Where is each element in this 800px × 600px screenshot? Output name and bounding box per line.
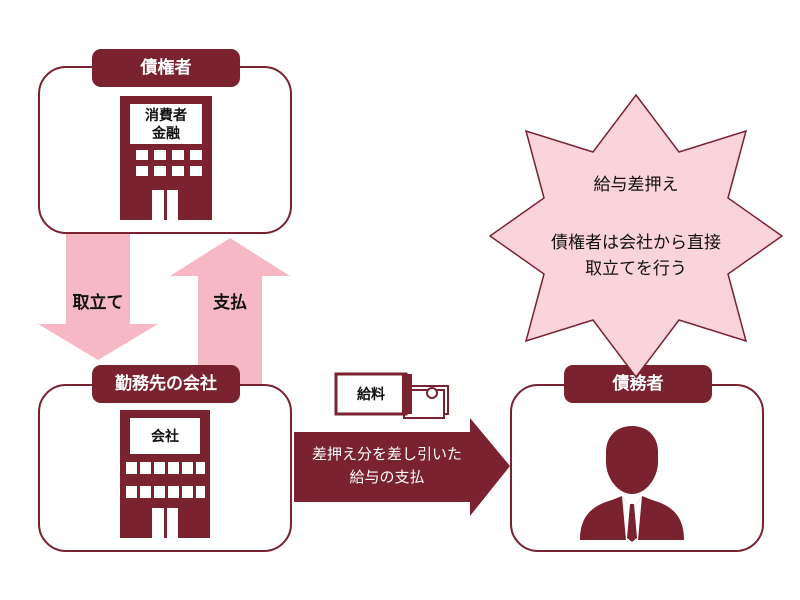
salary-arrow-label-2: 給与の支払 — [349, 468, 425, 486]
pay-label: 支払 — [213, 293, 247, 313]
collect-label: 取立て — [72, 293, 124, 313]
starburst-line-3: 取立てを行う — [585, 259, 687, 279]
employer-tag: 勤務先の会社 — [92, 365, 240, 403]
pay-arrow — [170, 238, 290, 384]
salary-envelope-label: 給料 — [357, 387, 385, 403]
salary-arrow-label-1: 差押え分を差し引いた — [311, 445, 462, 463]
finance-building-label-2: 金融 — [152, 126, 180, 142]
creditor-tag: 債権者 — [92, 49, 240, 87]
starburst-line-2: 債権者は会社から直接 — [551, 233, 721, 253]
company-building-label: 会社 — [151, 429, 179, 445]
starburst-line-1: 給与差押え — [593, 175, 679, 195]
finance-building-label-1: 消費者 — [145, 108, 187, 124]
